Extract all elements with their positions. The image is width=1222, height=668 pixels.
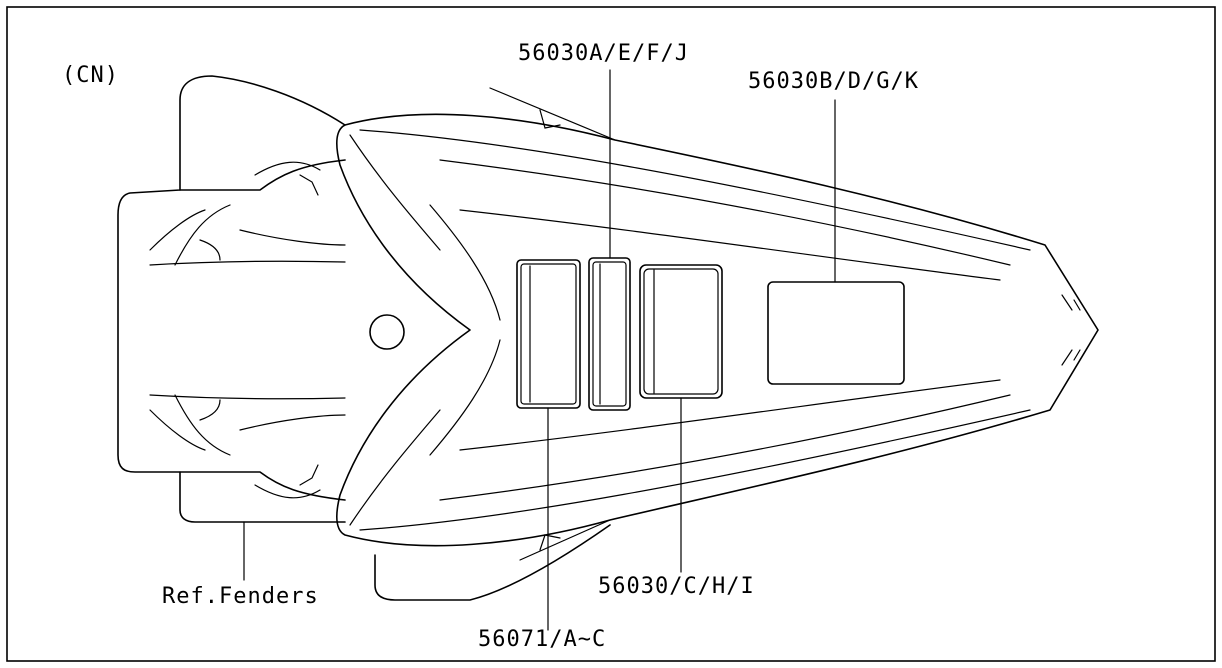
decal-panel-56030a bbox=[588, 257, 631, 411]
region-code-label: (CN) bbox=[62, 63, 119, 88]
callout-56030a: 56030A/E/F/J bbox=[518, 41, 689, 66]
diagram-frame bbox=[6, 6, 1216, 662]
decal-panel-56071 bbox=[516, 259, 581, 409]
seat-cowl-body bbox=[335, 87, 1099, 561]
callout-56030: 56030/C/H/I bbox=[598, 574, 755, 599]
callout-56071: 56071/A~C bbox=[478, 627, 606, 652]
rear-fender-outline bbox=[117, 75, 611, 601]
callout-56030b: 56030B/D/G/K bbox=[748, 69, 919, 94]
decal-panel-56030 bbox=[639, 264, 723, 399]
mounting-hole bbox=[369, 314, 405, 350]
callout-ref-fenders: Ref.Fenders bbox=[162, 584, 319, 609]
decal-panel-56030b bbox=[767, 281, 905, 385]
